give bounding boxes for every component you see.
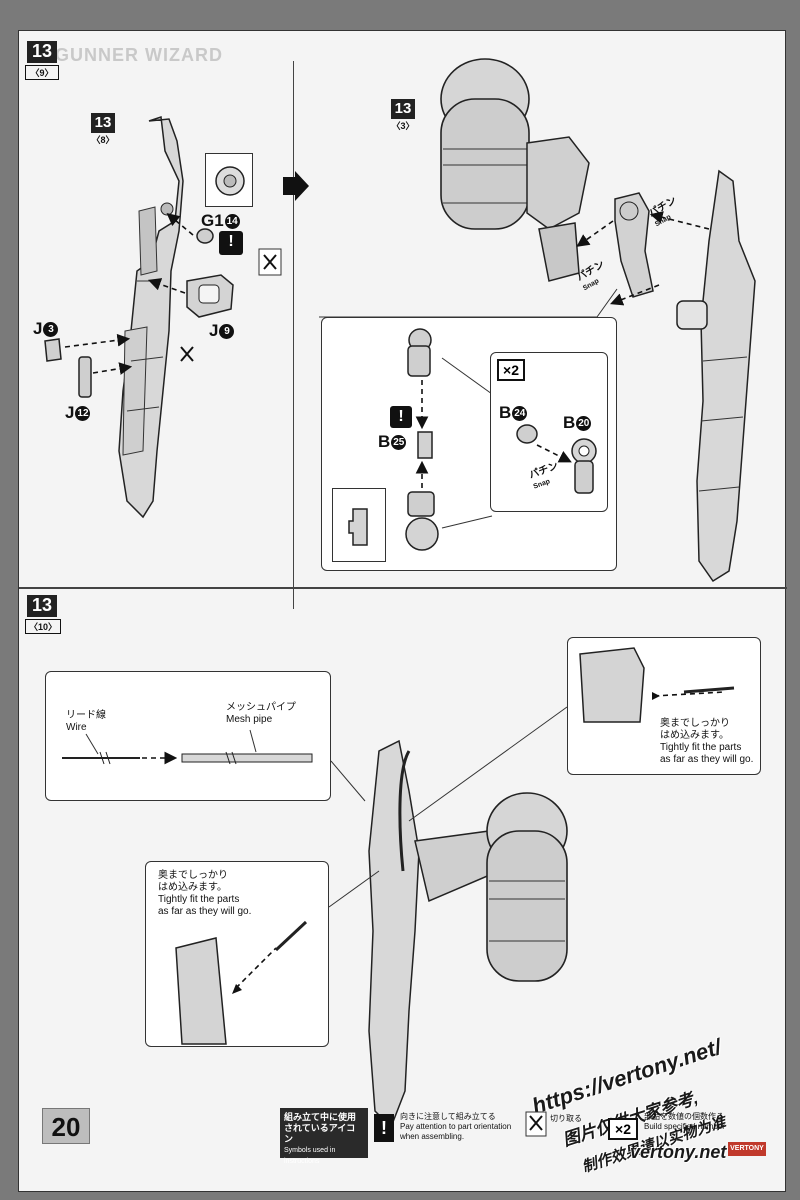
transition-arrow-icon: [283, 171, 309, 201]
detail-arrows: [415, 357, 493, 529]
legend-nipper-icon: [525, 1111, 547, 1137]
b24-to-b20-arrow: [536, 444, 572, 463]
right-weapon-body: [676, 169, 756, 583]
legend-count-text: 部品を数値の個数作る Build specified number: [644, 1112, 725, 1131]
legend-warning-icon: !: [374, 1114, 394, 1142]
page-number: 20: [42, 1108, 90, 1144]
panel-divider-vertical: [293, 61, 294, 609]
j9-part-piece: [186, 274, 234, 318]
legend-orientation-text: 向きに注意して組み立てる Pay attention to part orien…: [400, 1112, 512, 1141]
tight-fit-illustration-right: [579, 647, 735, 723]
times-two-icon: ×2: [497, 359, 525, 381]
nipper-cut-icon-2: [180, 346, 194, 362]
b25-inset-part: [348, 508, 368, 546]
b25-inset-box: [332, 488, 386, 562]
nipper-cut-icon-1: [258, 248, 282, 276]
step-sub-badge-bottom: 〈10〉: [25, 619, 61, 634]
sub-part-top: [407, 328, 432, 377]
step-number-badge: 13: [27, 41, 57, 63]
sub-part-bottom: [405, 491, 439, 551]
callout-lines-bottom: [328, 706, 568, 908]
wire-and-pipe-drawing: [62, 729, 313, 765]
tight-fit-text-left: 奥までしっかり はめ込みます。 Tightly fit the parts as…: [158, 870, 252, 917]
tight-fit-text-right: 奥までしっかり はめ込みます。 Tightly fit the parts as…: [660, 718, 754, 765]
ref-sub-badge-right: 〈3〉: [391, 121, 415, 131]
final-assembly-illustration: [368, 739, 568, 1129]
tight-fit-box-left: 奥までしっかり はめ込みます。 Tightly fit the parts as…: [145, 861, 329, 1047]
tank-assembly-illustration: [440, 58, 590, 282]
step-sub-badge: 〈9〉: [25, 65, 59, 80]
legend-title: 組み立て中に使用 されているアイコン Symbols used in instr…: [280, 1108, 368, 1165]
g1-part-piece: [196, 228, 214, 244]
orientation-warning-icon: !: [219, 231, 243, 255]
panel-divider-horizontal: [19, 587, 787, 589]
b20-part-piece: [571, 438, 597, 494]
step-number-badge-bottom: 13: [27, 595, 57, 617]
watermark-logo: VERTONY: [728, 1142, 766, 1156]
ref-step-badge-right: 13: [391, 99, 415, 119]
tight-fit-illustration-left: [175, 920, 308, 1045]
tight-fit-box-right: 奥までしっかり はめ込みます。 Tightly fit the parts as…: [567, 637, 761, 775]
j12-part-piece: [78, 356, 92, 398]
legend-times-two-icon: ×2: [608, 1118, 638, 1140]
b25-part-piece: [417, 431, 433, 459]
legend-cut-text: 切り取る: [550, 1114, 582, 1123]
g1-detail-box: [205, 153, 253, 207]
snap-part-upper: [614, 192, 654, 298]
assembly-arrows-left: [64, 212, 194, 375]
orientation-warning-icon-2: !: [390, 406, 412, 428]
g1-part-icon: [215, 166, 245, 196]
watermark-brand: vertony.net: [630, 1142, 727, 1162]
ref-step-badge-left: 13: [91, 113, 115, 133]
j3-part-piece: [44, 338, 62, 362]
b24-part-piece: [516, 424, 538, 444]
symbols-legend: 組み立て中に使用 されているアイコン Symbols used in instr…: [280, 1108, 768, 1165]
ref-sub-badge-left: 〈8〉: [91, 135, 115, 145]
ghost-title: GUNNER WIZARD: [55, 45, 223, 65]
